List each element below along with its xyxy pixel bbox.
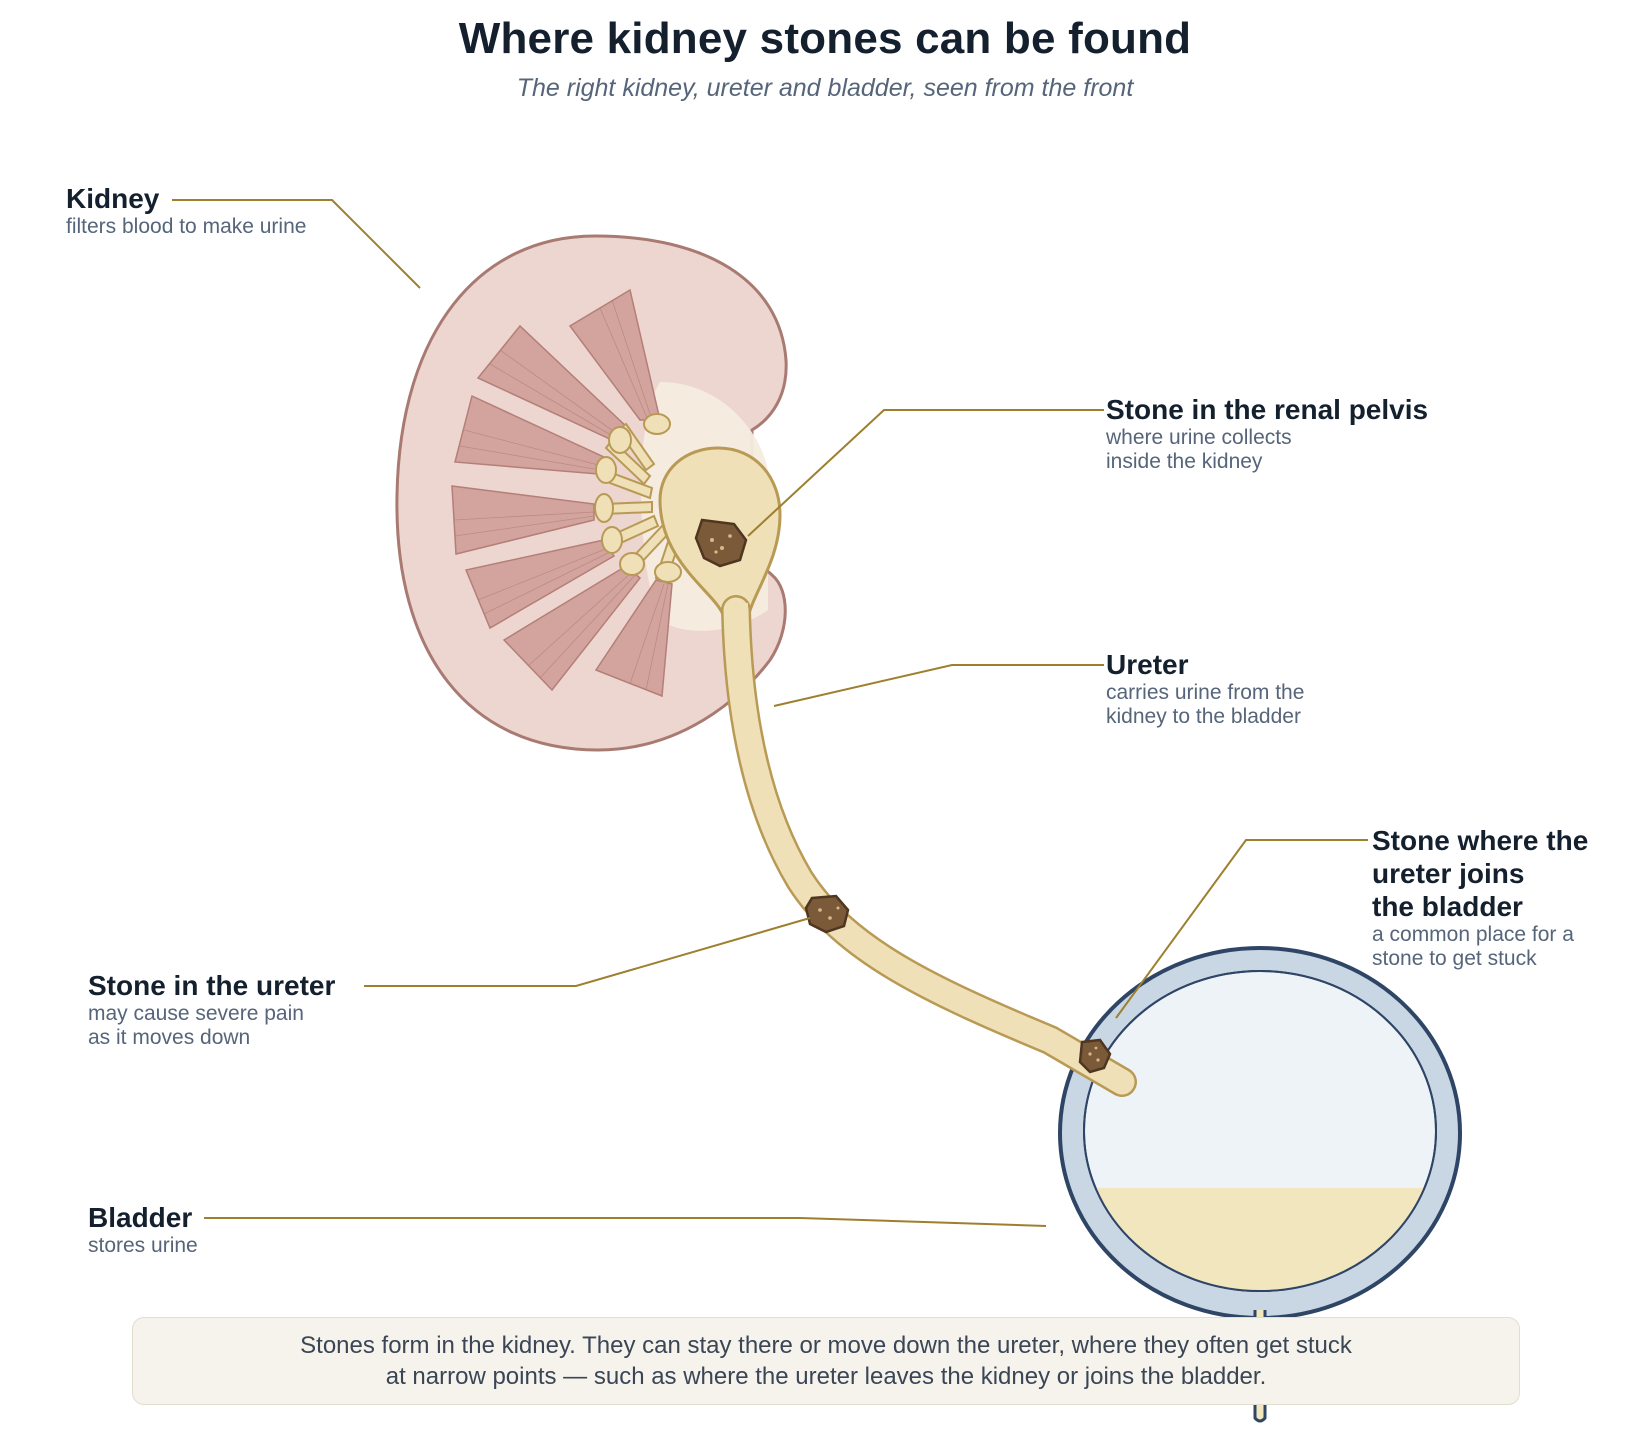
label-kidney: Kidney filters blood to make urine xyxy=(66,182,306,239)
diagram-title: Where kidney stones can be found xyxy=(458,14,1192,63)
label-ureter-name: Ureter xyxy=(1106,649,1189,680)
bladder xyxy=(1058,946,1462,1423)
leader-bladder xyxy=(204,1217,1047,1227)
leader-ureter-stone xyxy=(364,917,811,987)
label-ureter-stone-desc: may cause severe pain as it moves down xyxy=(88,1002,304,1049)
label-kidney-desc: filters blood to make urine xyxy=(66,215,307,238)
stone-at-bladder-junction xyxy=(1078,1038,1112,1074)
leader-ureter xyxy=(773,664,1104,707)
calyces xyxy=(594,413,684,584)
renal-pyramids xyxy=(451,288,673,698)
label-junction: Stone where the ureter joins the bladder… xyxy=(1372,824,1588,971)
label-renal-pelvis-name: Stone in the renal pelvis xyxy=(1106,394,1429,425)
label-renal-pelvis: Stone in the renal pelvis where urine co… xyxy=(1106,393,1428,474)
label-bladder-name: Bladder xyxy=(88,1202,193,1233)
leader-renal-pelvis xyxy=(747,409,1104,537)
label-junction-desc: a common place for a stone to get stuck xyxy=(1372,923,1574,970)
diagram-subtitle: The right kidney, ureter and bladder, se… xyxy=(516,74,1134,102)
stone-in-ureter xyxy=(804,894,850,934)
summary-note: Stones form in the kidney. They can stay… xyxy=(132,1317,1520,1405)
stone-renal-pelvis xyxy=(694,518,748,568)
label-bladder-desc: stores urine xyxy=(88,1234,198,1257)
leader-junction xyxy=(1115,839,1368,1019)
label-ureter-stone: Stone in the ureter may cause severe pai… xyxy=(88,969,335,1050)
label-ureter-desc: carries urine from the kidney to the bla… xyxy=(1106,681,1305,728)
label-ureter: Ureter carries urine from the kidney to … xyxy=(1106,648,1304,729)
label-bladder: Bladder stores urine xyxy=(88,1201,198,1258)
ureter xyxy=(721,595,1137,1097)
kidney xyxy=(395,234,788,752)
label-ureter-stone-name: Stone in the ureter xyxy=(88,970,336,1001)
label-junction-name: Stone where the ureter joins the bladder xyxy=(1372,825,1589,922)
label-renal-pelvis-desc: where urine collects inside the kidney xyxy=(1106,426,1292,473)
label-kidney-name: Kidney xyxy=(66,183,160,214)
leader-kidney xyxy=(172,199,421,289)
